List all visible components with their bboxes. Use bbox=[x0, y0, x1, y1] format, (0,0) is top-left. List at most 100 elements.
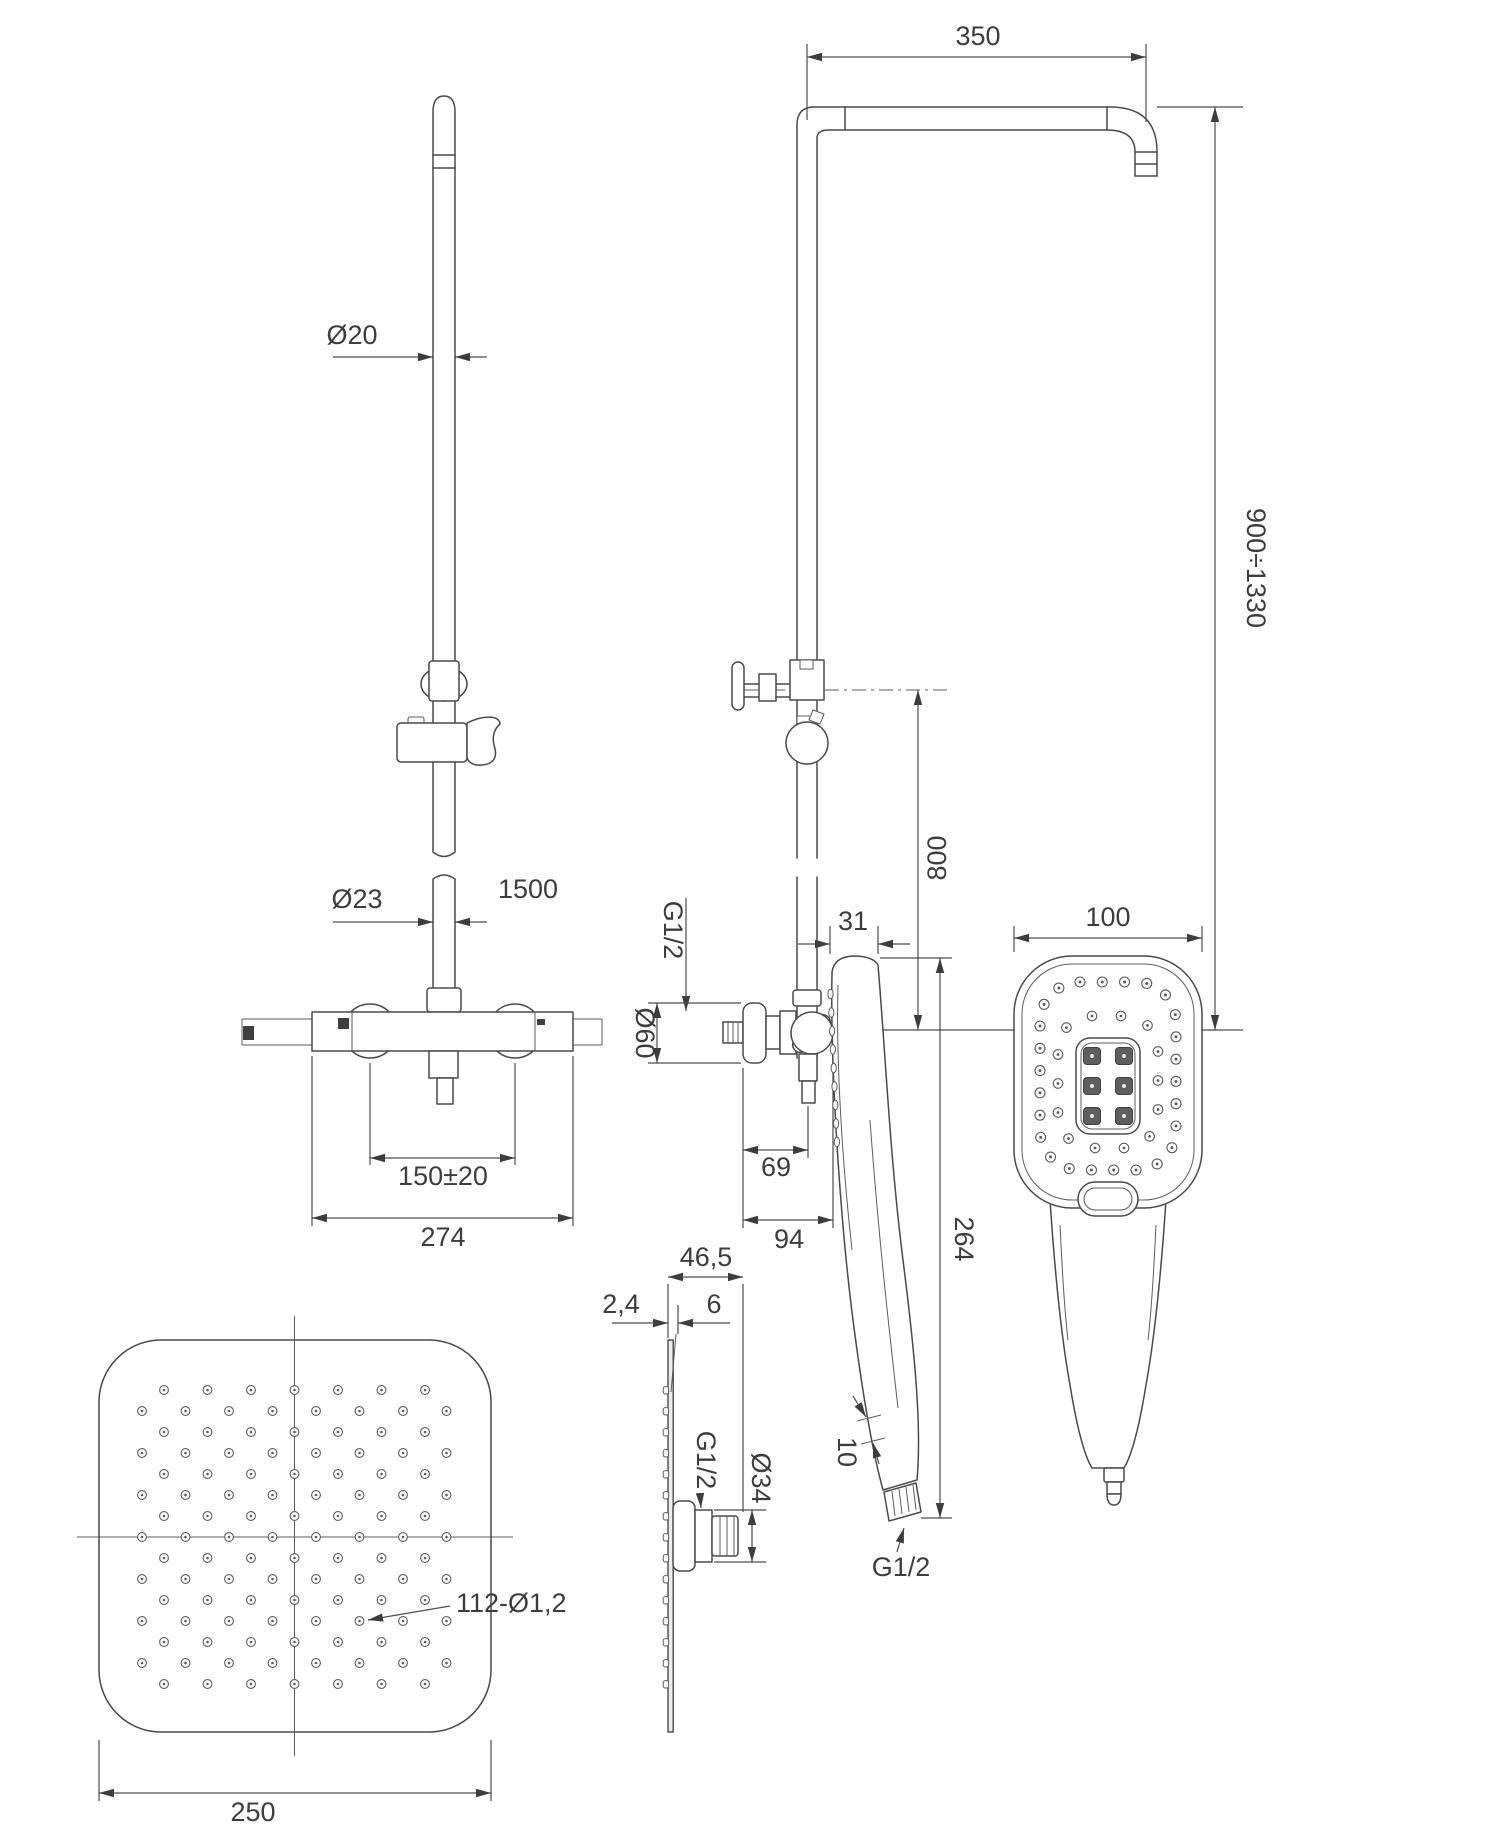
spray-bump bbox=[833, 1136, 841, 1148]
mixer-outlet bbox=[428, 1050, 459, 1079]
dim-head-width: 100 bbox=[1013, 902, 1203, 952]
jet-panel bbox=[1075, 1037, 1141, 1135]
nozzle-center bbox=[162, 1556, 166, 1560]
nozzle-center bbox=[293, 1514, 296, 1518]
dim-head-thickness: 31 bbox=[798, 906, 910, 954]
spray-bump bbox=[829, 1044, 837, 1055]
nozzle-center bbox=[293, 1682, 296, 1686]
ring-nozzle-center bbox=[1039, 1135, 1043, 1139]
nozzle-center bbox=[206, 1472, 209, 1476]
dim-plate-thickness-label: 2,4 bbox=[602, 1289, 640, 1319]
nozzle-center bbox=[271, 1577, 274, 1581]
nozzle-center bbox=[140, 1535, 144, 1539]
callout-nozzles-label: 112-Ø1,2 bbox=[456, 1588, 567, 1618]
ring-nozzle-center bbox=[1078, 980, 1082, 984]
nozzle-center bbox=[423, 1388, 427, 1392]
pipe-nut bbox=[426, 987, 462, 1013]
slide-lock-knob bbox=[785, 709, 829, 765]
nozzle-center bbox=[162, 1682, 166, 1686]
nozzle-center bbox=[271, 1451, 274, 1455]
nozzle-center bbox=[314, 1493, 318, 1497]
nozzle-center bbox=[227, 1577, 231, 1581]
nozzle-center bbox=[162, 1472, 166, 1476]
center-jet-hole bbox=[1122, 1054, 1126, 1058]
handle-highlight bbox=[1147, 1224, 1157, 1341]
union-knob bbox=[790, 1011, 834, 1055]
center-jet-hole bbox=[1122, 1084, 1126, 1088]
nozzle-center bbox=[227, 1493, 231, 1497]
dim-arm-length-label: 350 bbox=[955, 21, 1000, 51]
dim-hose-diameter-label: Ø23 bbox=[331, 884, 382, 914]
nozzle-center bbox=[445, 1451, 448, 1455]
nozzle-center bbox=[162, 1514, 166, 1518]
mixer-outlet-nipple bbox=[436, 1077, 454, 1105]
nozzle-center bbox=[293, 1430, 296, 1434]
nozzle-center bbox=[271, 1619, 274, 1623]
spray-bump bbox=[829, 1025, 836, 1037]
nozzle-center bbox=[423, 1472, 427, 1476]
center-jet-hole bbox=[1090, 1084, 1094, 1088]
profile-nozzle-bump bbox=[662, 1512, 670, 1521]
outer-nozzle-ring bbox=[1034, 976, 1182, 1176]
nozzle-center bbox=[227, 1409, 231, 1413]
ring-nozzle-center bbox=[1163, 993, 1167, 997]
ring-nozzle-center bbox=[1148, 1134, 1151, 1138]
spray-bump bbox=[831, 1081, 838, 1092]
ring-nozzle-center bbox=[1173, 1013, 1177, 1017]
profile-nozzle-bump bbox=[662, 1617, 670, 1626]
ring-nozzle-center bbox=[1123, 980, 1127, 984]
ring-nozzle-center bbox=[1134, 1168, 1138, 1172]
nozzle-center bbox=[358, 1619, 361, 1623]
dim-plate-width-label: 250 bbox=[230, 1797, 275, 1827]
nozzle-center bbox=[401, 1661, 405, 1665]
center-jet-hole bbox=[1122, 1114, 1126, 1118]
wall-union-side bbox=[722, 989, 834, 1104]
nozzle-center bbox=[293, 1388, 296, 1392]
view-overhead-profile: 46,5 2,4 6 G1/2 Ø34 bbox=[602, 1242, 776, 1733]
spray-bump bbox=[827, 988, 834, 1000]
nozzle-center bbox=[249, 1682, 253, 1686]
nozzle-center bbox=[206, 1556, 209, 1560]
nozzle-center bbox=[358, 1493, 361, 1497]
ring-nozzle-center bbox=[1174, 1102, 1178, 1106]
nozzle-center bbox=[445, 1493, 448, 1497]
profile-nozzle-bump bbox=[662, 1659, 670, 1668]
nozzle-center bbox=[162, 1430, 166, 1434]
dim-flange-diameter-label: Ø60 bbox=[630, 1007, 660, 1058]
ring-nozzle-center bbox=[1170, 1146, 1174, 1150]
dim-head-depth-label: 46,5 bbox=[680, 1242, 733, 1272]
dim-tip-width-label: 10 bbox=[832, 1437, 862, 1467]
nozzle-center bbox=[445, 1535, 448, 1539]
hose-outlet-nipple bbox=[801, 1080, 816, 1104]
ring-nozzle-center bbox=[1119, 1014, 1123, 1018]
nozzle-center bbox=[401, 1619, 405, 1623]
union-nut bbox=[792, 989, 822, 1007]
nozzle-center bbox=[206, 1682, 209, 1686]
dim-head-depth: 46,5 bbox=[667, 1242, 744, 1512]
ring-nozzle-center bbox=[1174, 1079, 1178, 1083]
dim-handshower-thread-label: G1/2 bbox=[872, 1552, 931, 1582]
nozzle-center bbox=[140, 1661, 144, 1665]
nozzle-center bbox=[206, 1430, 209, 1434]
nozzle-center bbox=[249, 1388, 253, 1392]
holder-hook bbox=[466, 716, 501, 766]
ring-nozzle-center bbox=[1065, 1026, 1068, 1030]
center-jet-hole bbox=[1090, 1114, 1094, 1118]
ring-nozzle-center bbox=[1089, 1168, 1093, 1172]
ring-nozzle-center bbox=[1056, 1082, 1060, 1085]
handle-contour bbox=[869, 1119, 899, 1409]
nozzle-center bbox=[314, 1661, 318, 1665]
nozzle-center bbox=[380, 1472, 383, 1476]
ring-nozzle-center bbox=[1156, 1108, 1160, 1111]
nozzle-center bbox=[293, 1472, 296, 1476]
dim-inlet-thread-label: G1/2 bbox=[658, 901, 688, 960]
profile-nozzle-bump bbox=[662, 1407, 670, 1416]
nozzle-center bbox=[358, 1535, 361, 1539]
face-contour bbox=[837, 984, 853, 1251]
ring-nozzle-center bbox=[1038, 1091, 1042, 1095]
dim-arm-length: 350 bbox=[806, 21, 1147, 122]
slider-clamp bbox=[428, 660, 460, 702]
ring-nozzle-center bbox=[1067, 1137, 1070, 1140]
ring-nozzle-center bbox=[1056, 1053, 1060, 1056]
